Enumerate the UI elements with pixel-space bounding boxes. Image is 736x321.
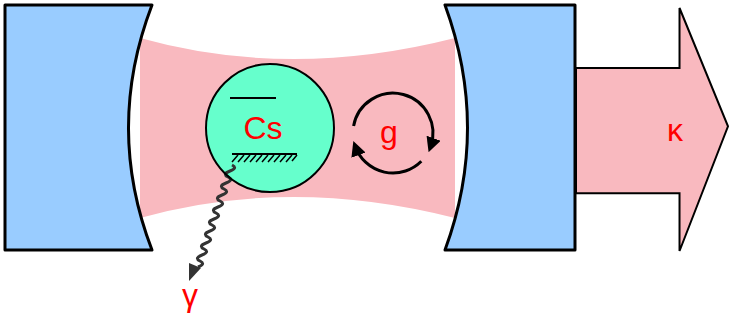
node-text: κ	[667, 114, 683, 146]
cavity-mode	[140, 38, 455, 218]
node-text: Cs	[243, 112, 282, 144]
ground-hatching	[232, 155, 297, 162]
output-arrow: κ	[575, 6, 731, 254]
coupling-arc-lower	[355, 147, 421, 173]
ground-level	[232, 153, 297, 155]
spontaneous-emission-wave	[197, 165, 234, 267]
output-arrow-shape	[576, 8, 728, 251]
atom-fill	[206, 64, 334, 192]
left-mirror	[5, 5, 152, 250]
coupling-label: g	[380, 116, 398, 148]
atom-outline	[206, 64, 334, 192]
right-mirror	[445, 5, 575, 250]
atom-circle: Cs	[206, 64, 334, 192]
decay-label: γ	[182, 279, 198, 311]
excited-level	[230, 97, 276, 99]
node-outline	[575, 6, 731, 254]
